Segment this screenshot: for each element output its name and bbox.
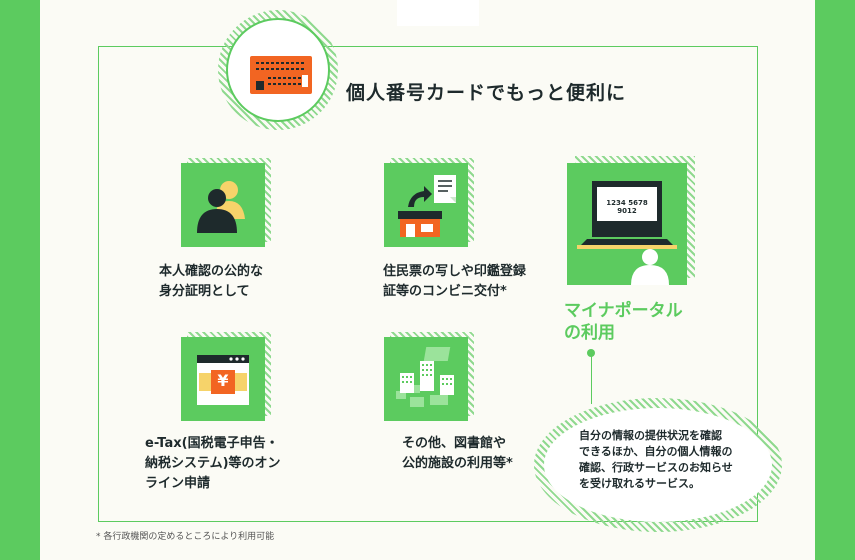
feature-etax-label: e-Tax(国税電子申告・ 納税システム)等のオン ライン申請 bbox=[145, 436, 281, 491]
content-panel: 個人番号カードでもっと便利に 本人確認の公的な 身分証明として bbox=[40, 0, 815, 560]
page-title: 個人番号カードでもっと便利に bbox=[346, 82, 627, 104]
feature-frame bbox=[98, 46, 758, 522]
buildings-icon bbox=[396, 347, 454, 407]
public-facility-tile bbox=[384, 332, 474, 421]
footnote: * 各行政機関の定めるところにより利用可能 bbox=[96, 532, 275, 542]
tax-window-icon bbox=[197, 355, 249, 405]
feature-convenience-label: 住民票の写しや印鑑登録 証等のコンビニ交付* bbox=[383, 264, 526, 299]
card-badge bbox=[218, 10, 338, 130]
card-number-display: 1234 5678 9012 bbox=[606, 199, 648, 215]
my-number-card-icon bbox=[250, 56, 312, 94]
myna-portal-tile: 1234 5678 9012 bbox=[567, 156, 695, 285]
feature-identity-label: 本人確認の公的な 身分証明として bbox=[159, 264, 264, 299]
store-document-icon bbox=[398, 175, 456, 237]
convenience-store-tile bbox=[384, 158, 474, 247]
portal-label: マイナポータル の利用 bbox=[564, 301, 683, 343]
laptop-user-icon bbox=[577, 181, 677, 285]
portal-description-bubble: 自分の情報の提供状況を確認 できるほか、自分の個人情報の 確認、行政サービスのお… bbox=[534, 398, 782, 532]
connector-line bbox=[591, 352, 592, 404]
yen-symbol: ¥ bbox=[217, 371, 229, 390]
identity-tile bbox=[181, 158, 271, 247]
feature-facility-label: その他、図書館や 公的施設の利用等* bbox=[402, 436, 513, 471]
etax-tile: ¥ bbox=[181, 332, 271, 421]
person-id-icon bbox=[197, 181, 245, 233]
portal-description: 自分の情報の提供状況を確認 できるほか、自分の個人情報の 確認、行政サービスのお… bbox=[579, 429, 733, 490]
top-tab bbox=[397, 0, 479, 26]
